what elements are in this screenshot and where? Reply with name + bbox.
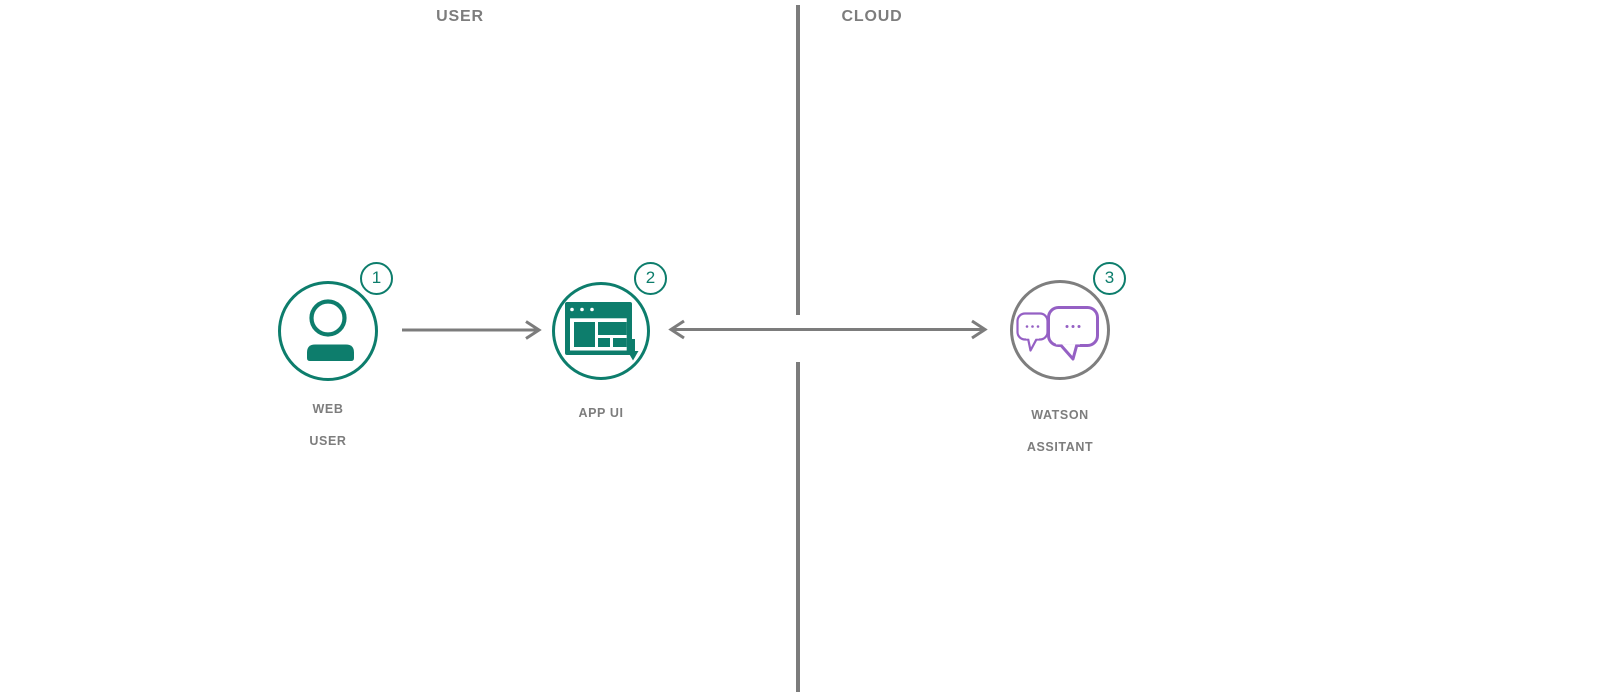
zone-divider-bottom-segment: [796, 362, 800, 692]
node-label-app-ui: APP UI: [578, 406, 624, 420]
node-app-ui: 2 APP UI: [552, 262, 667, 420]
step-number: 2: [645, 268, 656, 287]
arrow-app-ui-to-watson-two-way: [668, 319, 988, 340]
node-label-watson-assistant: WATSON ASSITANT: [1026, 408, 1094, 454]
chat-bubbles-icon: [1015, 305, 1099, 360]
step-number: 3: [1104, 268, 1115, 287]
browser-window-icon: [564, 301, 638, 360]
step-badge-1: 1: [360, 262, 393, 295]
zone-divider-top-segment: [796, 5, 800, 315]
node-label-web-user: WEB USER: [309, 402, 347, 448]
zone-label-user: USER: [436, 8, 484, 25]
arrow-web-user-to-app-ui: [402, 320, 542, 340]
node-watson-assistant: 3 WATSON ASSITANT: [1010, 262, 1126, 454]
step-badge-2: 2: [634, 262, 667, 295]
step-number: 1: [371, 268, 382, 287]
step-badge-3: 3: [1093, 262, 1126, 295]
zone-label-cloud: CLOUD: [841, 8, 903, 25]
person-icon: [306, 298, 354, 361]
node-web-user: 1 WEB USER: [278, 262, 393, 448]
